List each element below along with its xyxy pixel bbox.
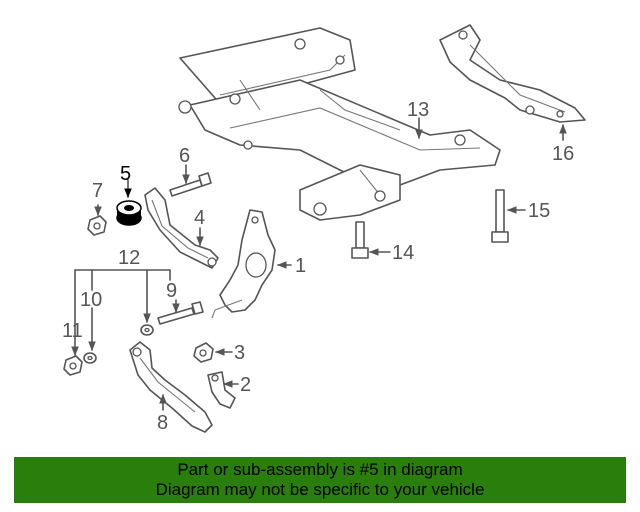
label-14[interactable]: 14 (392, 242, 414, 264)
crossmember-16 (439, 24, 586, 123)
label-3[interactable]: 3 (234, 342, 245, 364)
label-13[interactable]: 13 (407, 99, 429, 121)
bushing-5 (116, 200, 142, 226)
bolt-6 (169, 172, 212, 197)
info-banner: Part or sub-assembly is #5 in diagram Di… (14, 457, 626, 503)
control-arm-4 (144, 187, 219, 269)
nut-7 (87, 215, 107, 236)
label-5[interactable]: 5 (120, 163, 131, 185)
label-7[interactable]: 7 (92, 180, 103, 202)
bolt-14 (351, 221, 369, 259)
subframe-13 (178, 27, 501, 221)
banner-line-2: Diagram may not be specific to your vehi… (155, 480, 485, 499)
nut-3 (193, 342, 214, 363)
label-15[interactable]: 15 (528, 200, 550, 222)
washer-12 (140, 324, 154, 336)
washer-10 (83, 352, 97, 364)
knuckle-1 (211, 209, 276, 319)
label-6[interactable]: 6 (179, 145, 190, 167)
banner-line-1: Part or sub-assembly is #5 in diagram (177, 460, 463, 479)
label-2[interactable]: 2 (240, 374, 251, 396)
bolt-15 (491, 189, 509, 243)
label-12[interactable]: 12 (118, 247, 140, 269)
leader-lines (71, 117, 567, 411)
parts-diagram: 5 7 6 4 1 12 10 9 11 3 2 8 13 14 15 16 (62, 24, 586, 434)
bolt-9 (157, 301, 204, 325)
ball-joint-2 (207, 371, 236, 409)
label-4[interactable]: 4 (194, 207, 205, 229)
label-9[interactable]: 9 (166, 280, 177, 302)
lower-arm-8 (129, 341, 213, 433)
callout-labels: 5 7 6 4 1 12 10 9 11 3 2 8 13 14 15 16 (62, 99, 574, 434)
label-1[interactable]: 1 (295, 255, 306, 277)
label-11[interactable]: 11 (62, 320, 83, 342)
label-10[interactable]: 10 (80, 289, 102, 311)
label-8[interactable]: 8 (157, 412, 168, 434)
label-16[interactable]: 16 (552, 143, 574, 165)
nut-11 (63, 355, 83, 376)
